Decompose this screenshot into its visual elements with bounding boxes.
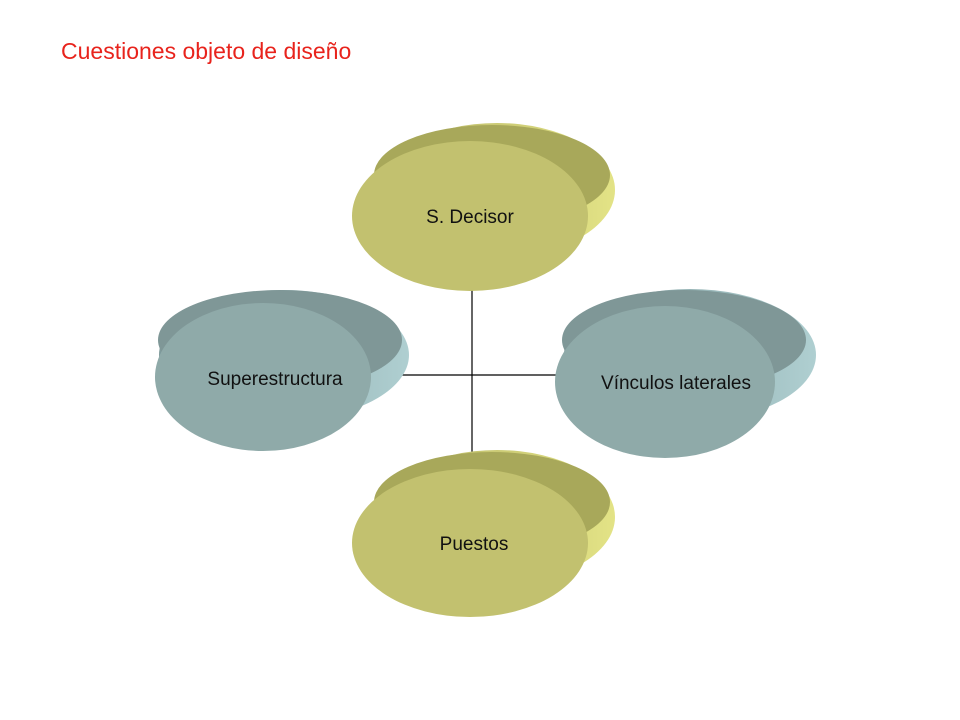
- node-label-s-decisor: S. Decisor: [426, 207, 514, 228]
- node-label-puestos: Puestos: [440, 534, 509, 555]
- connector-lines: [395, 290, 557, 470]
- node-vinculos-laterales: Vínculos laterales: [555, 289, 816, 458]
- slide-title: Cuestiones objeto de diseño: [61, 38, 352, 64]
- node-puestos: Puestos: [352, 450, 615, 617]
- node-superestructura: Superestructura: [155, 290, 409, 451]
- node-label-vinculos-laterales: Vínculos laterales: [601, 373, 751, 394]
- node-s-decisor: S. Decisor: [352, 123, 615, 291]
- node-label-superestructura: Superestructura: [207, 369, 343, 390]
